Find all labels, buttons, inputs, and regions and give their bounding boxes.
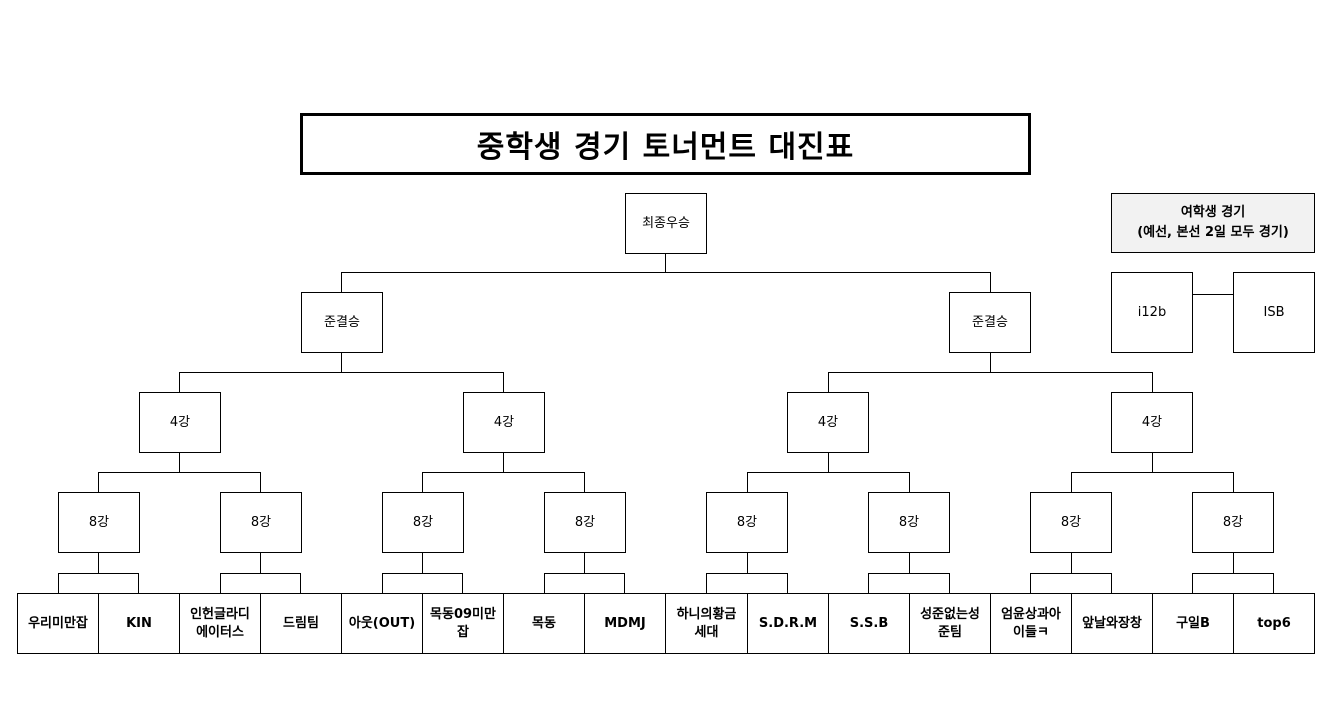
girls-match-header: 여학생 경기 (예선, 본선 2일 모두 경기) (1111, 193, 1315, 253)
team-box: 구일B (1152, 593, 1234, 654)
team-box: 목동09미만 잡 (422, 593, 504, 654)
team-box: 엄윤상과아 이들ㅋ (990, 593, 1072, 654)
round8-box-8: 8강 (1192, 492, 1274, 553)
team-box: 앞날와장창 (1071, 593, 1153, 654)
girls-match-title: 여학생 경기 (1180, 205, 1246, 220)
round8-box-1: 8강 (58, 492, 140, 553)
round8-box-5: 8강 (706, 492, 788, 553)
round8-box-3: 8강 (382, 492, 464, 553)
team-box: 목동 (503, 593, 585, 654)
team-box: S.D.R.M (747, 593, 829, 654)
team-box: 성준없는성 준팀 (909, 593, 991, 654)
round8-box-2: 8강 (220, 492, 302, 553)
quarter-box-4: 4강 (1111, 392, 1193, 453)
team-box: 우리미만잡 (17, 593, 99, 654)
quarter-box-3: 4강 (787, 392, 869, 453)
round8-box-7: 8강 (1030, 492, 1112, 553)
girls-team-box-1: i12b (1111, 272, 1193, 353)
team-box: 인헌글라디 에이터스 (179, 593, 261, 654)
semifinal-right-box: 준결승 (949, 292, 1031, 353)
team-box: top6 (1233, 593, 1315, 654)
final-box: 최종우승 (625, 193, 707, 254)
team-box: S.S.B (828, 593, 910, 654)
team-box: 아웃(OUT) (341, 593, 423, 654)
team-box: 하니의황금 세대 (665, 593, 748, 654)
team-box: MDMJ (584, 593, 666, 654)
team-box: KIN (98, 593, 180, 654)
round8-box-6: 8강 (868, 492, 950, 553)
girls-team-box-2: ISB (1233, 272, 1315, 353)
quarter-box-1: 4강 (139, 392, 221, 453)
girls-match-subtitle: (예선, 본선 2일 모두 경기) (1137, 225, 1289, 240)
team-box: 드림팀 (260, 593, 342, 654)
semifinal-left-box: 준결승 (301, 292, 383, 353)
round8-box-4: 8강 (544, 492, 626, 553)
quarter-box-2: 4강 (463, 392, 545, 453)
page-title: 중학생 경기 토너먼트 대진표 (300, 113, 1031, 175)
